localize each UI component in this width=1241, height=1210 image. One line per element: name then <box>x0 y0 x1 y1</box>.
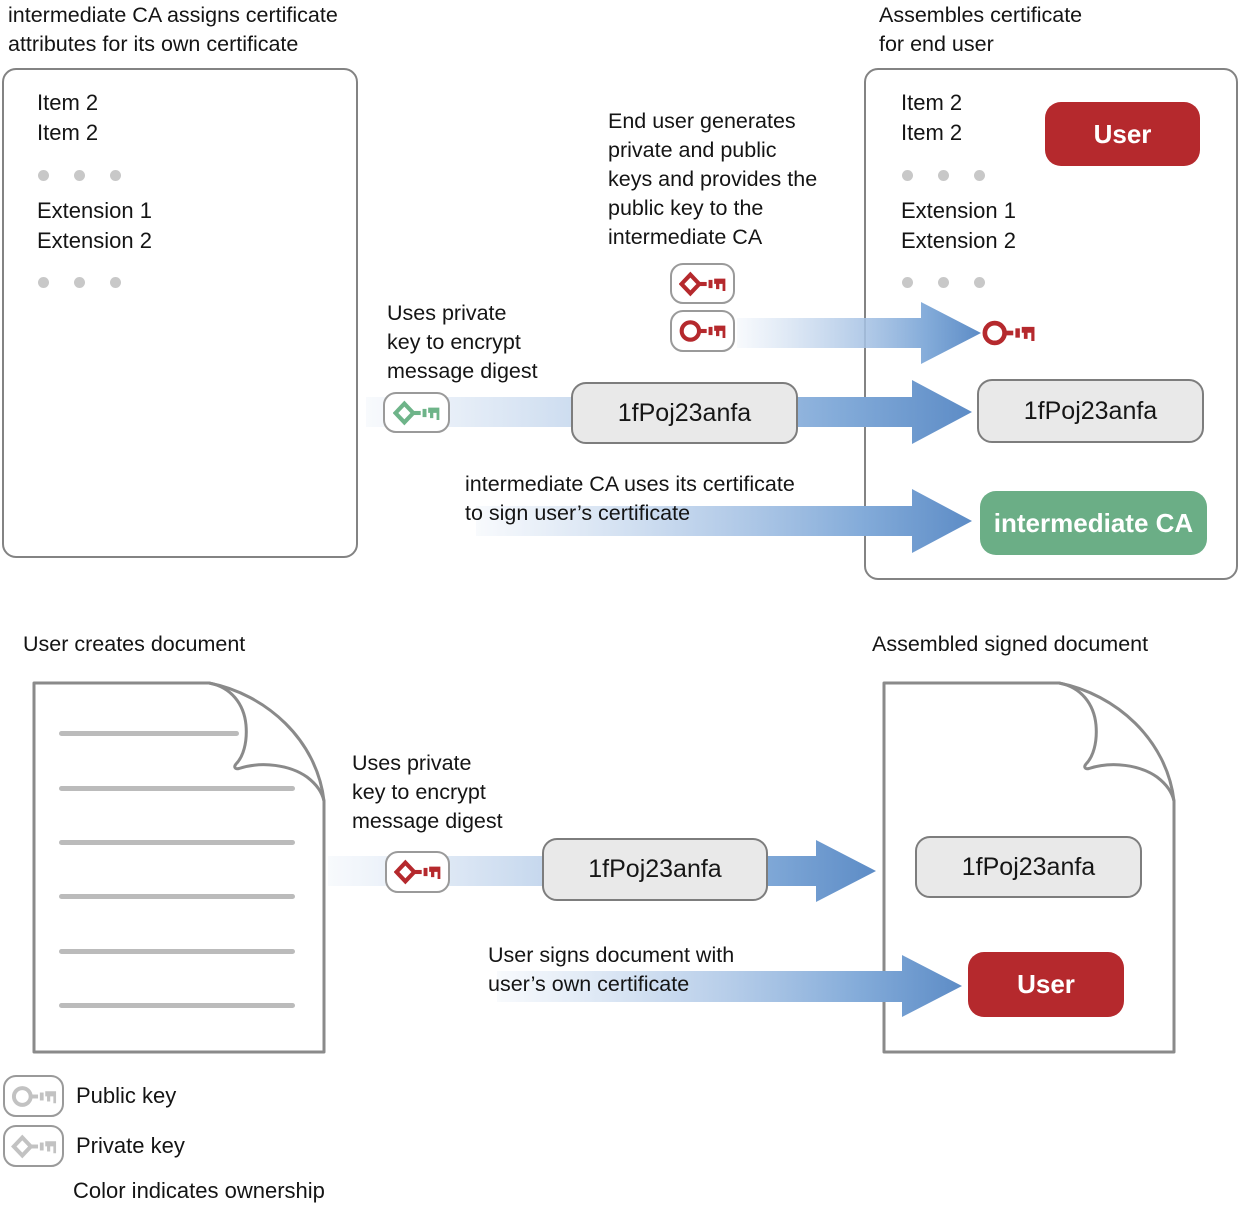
private-key-icon <box>11 1133 57 1160</box>
legend-public-key-chip <box>3 1075 64 1117</box>
title-ca-assigns-attributes: intermediate CA assigns certificate attr… <box>8 3 338 56</box>
intermediate-ca-badge: intermediate CA <box>980 491 1207 555</box>
private-key-icon <box>393 399 440 427</box>
template-extension-2: Extension 2 <box>37 228 152 253</box>
public-key-icon <box>11 1083 57 1110</box>
public-key-chip <box>670 310 735 352</box>
assembled-extension-2: Extension 2 <box>901 228 1016 253</box>
digest-box: 1fPoj23anfa <box>977 379 1204 443</box>
template-item-2: Item 2 <box>37 120 99 145</box>
private-key-chip <box>383 392 450 433</box>
assembled-extension-1: Extension 1 <box>901 198 1016 223</box>
document-icon <box>32 681 326 1054</box>
private-key-chip <box>385 851 450 893</box>
assembled-item-1: Item 2 <box>901 90 963 115</box>
ellipsis-dots <box>902 277 985 288</box>
document-text-lines <box>59 731 295 1008</box>
ellipsis-dots <box>38 277 121 288</box>
digest-box: 1fPoj23anfa <box>571 382 798 444</box>
user-owner-badge: User <box>1045 102 1200 166</box>
digest-box: 1fPoj23anfa <box>915 836 1142 898</box>
uses-private-key-note: Uses private key to encrypt message dige… <box>352 751 503 833</box>
ellipsis-dots <box>902 170 985 181</box>
private-key-icon <box>394 858 441 886</box>
legend-private-key-chip <box>3 1125 64 1167</box>
user-signs-document-note: User signs document with user’s own cert… <box>488 943 735 996</box>
title-user-creates-document: User creates document <box>23 632 246 656</box>
private-key-icon <box>679 270 726 298</box>
private-key-chip <box>670 263 735 304</box>
uses-private-key-note: Uses private key to encrypt message dige… <box>387 301 538 383</box>
ellipsis-dots <box>38 170 121 181</box>
legend-public-key-label: Public key <box>76 1083 177 1108</box>
template-extension-1: Extension 1 <box>37 198 152 223</box>
legend-private-key-label: Private key <box>76 1133 185 1158</box>
title-assembled-signed-document: Assembled signed document <box>872 632 1149 656</box>
assembled-item-2: Item 2 <box>901 120 963 145</box>
public-key-icon <box>679 317 726 345</box>
digest-box: 1fPoj23anfa <box>542 838 768 901</box>
template-item-1: Item 2 <box>37 90 99 115</box>
title-assembles-certificate: Assembles certificate for end user <box>879 3 1083 56</box>
public-key-icon <box>982 317 1035 349</box>
end-user-generates-keys-note: End user generates private and public ke… <box>608 109 818 249</box>
ca-signs-certificate-note: intermediate CA uses its certificate to … <box>465 472 795 525</box>
user-owner-badge: User <box>968 952 1124 1017</box>
legend-color-note: Color indicates ownership <box>73 1178 325 1203</box>
ca-certificate-template-box <box>2 68 358 558</box>
